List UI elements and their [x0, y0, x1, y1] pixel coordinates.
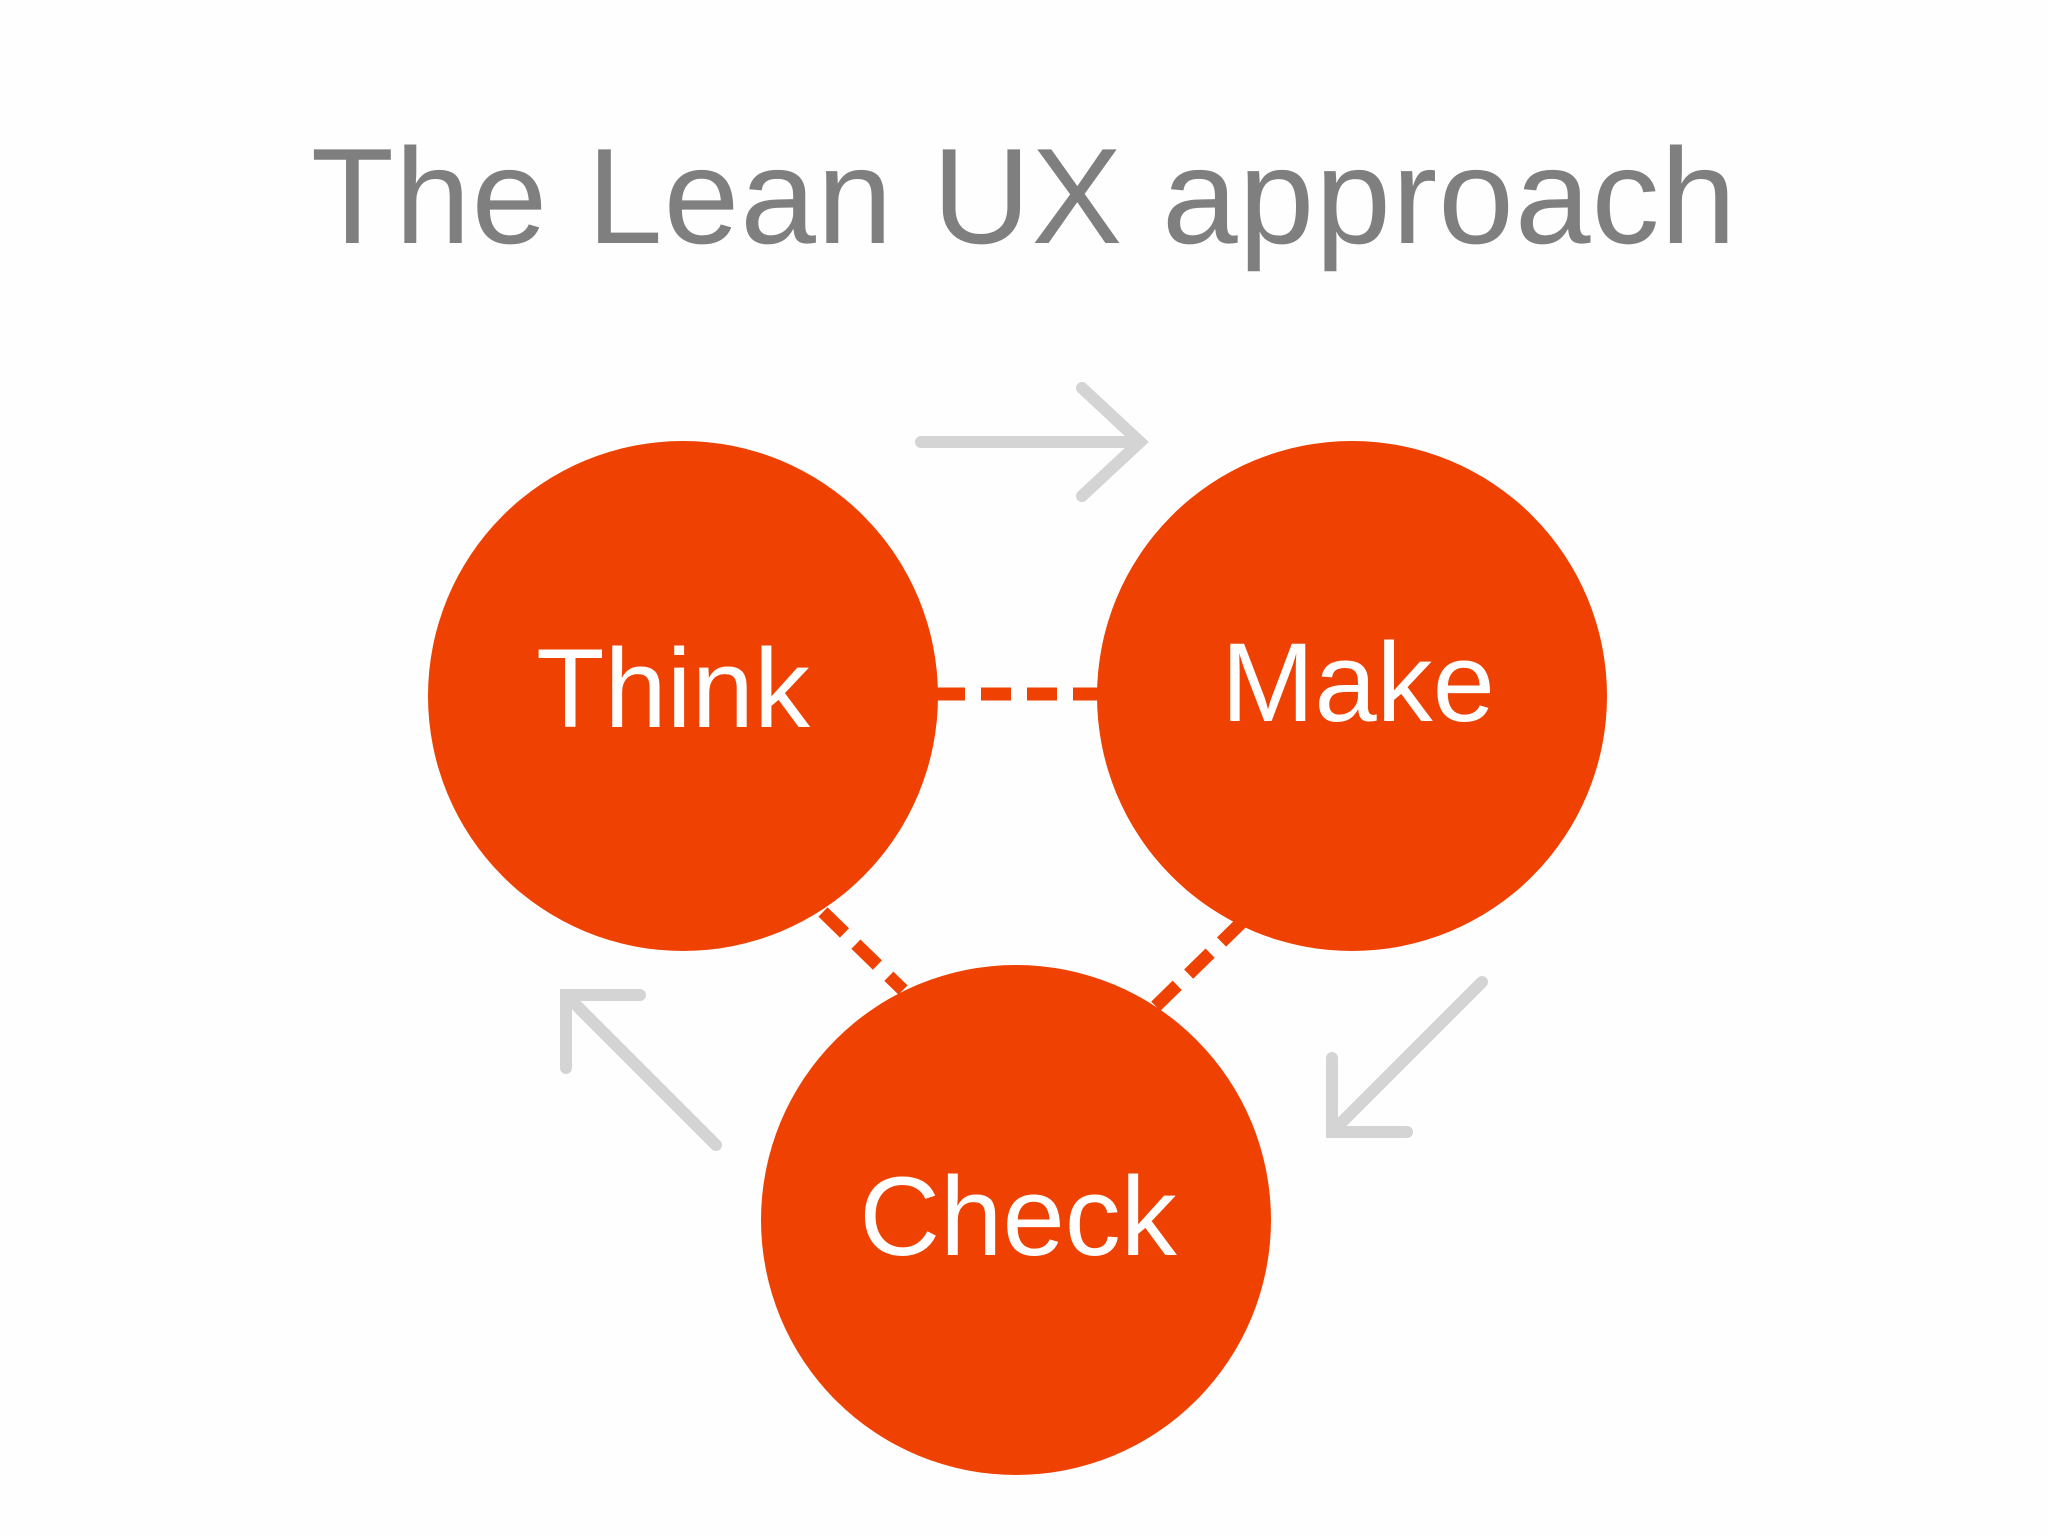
think-circle [428, 441, 938, 951]
connector-make-check [1149, 916, 1248, 1013]
arrow-up-left-icon [560, 989, 722, 1151]
make-circle [1097, 441, 1607, 951]
think-label: Think [536, 626, 811, 751]
arrow-right-icon [915, 382, 1149, 502]
slide-title: The Lean UX approach [310, 120, 1738, 272]
check-label: Check [859, 1154, 1177, 1279]
connector-think-check [818, 907, 908, 995]
arrow-down-left-icon [1326, 976, 1488, 1138]
check-circle [761, 965, 1271, 1475]
make-label: Make [1221, 620, 1495, 745]
